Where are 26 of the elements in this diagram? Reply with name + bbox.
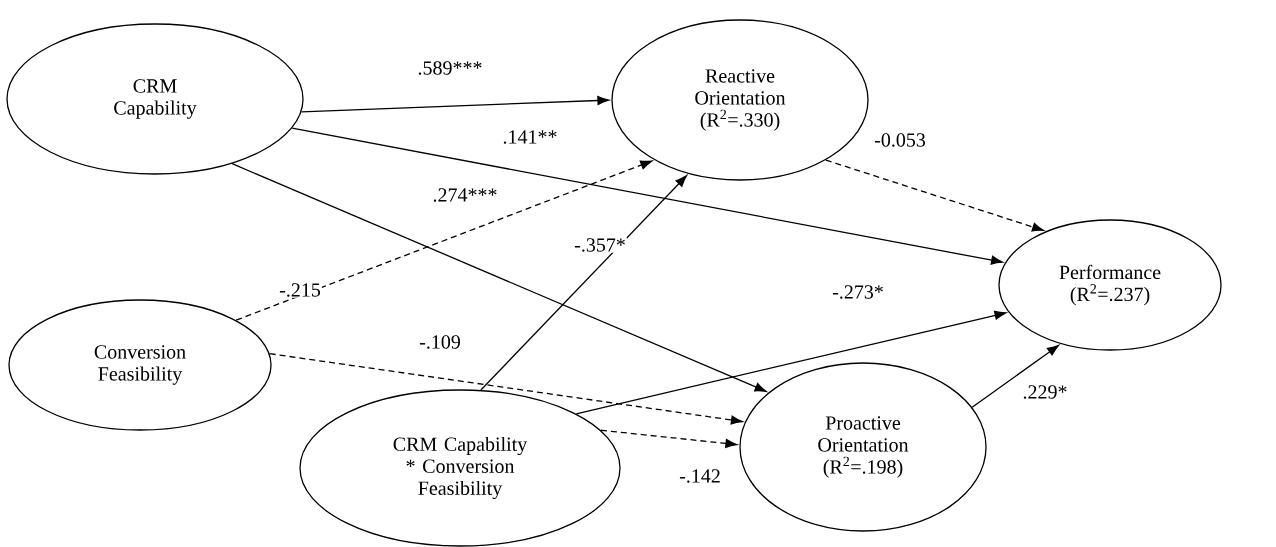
edge-label: .229* [1021,384,1069,400]
ellipse-node: Conversion Feasibility [8,299,272,431]
edge-label: -.357* [573,237,627,253]
ellipse-node: CRM Capability [6,23,304,175]
ellipse-node: CRM Capability * Conversion Feasibility [299,389,621,547]
arrow [231,163,767,392]
ellipse-node: Performance (R$^{2}$=.237) [998,219,1222,351]
ellipse-node: Proactive Orientation (R$^{2}$=.198) [739,362,987,532]
edge-label: -.142 [678,468,722,484]
edge-label: -.273* [831,284,885,300]
edge-label: -.109 [418,334,462,350]
arrow [575,310,1007,415]
arrow [600,429,738,448]
edge-label: .589*** [416,60,484,76]
edge-label: -.215 [278,282,322,298]
edge-label: .141** [501,129,559,145]
arrow [291,127,1003,265]
arrow [269,353,743,425]
arrow [825,159,1044,232]
arrow [300,95,610,113]
arrow [235,160,653,321]
arrow [480,175,687,391]
arrow [971,344,1059,408]
ellipse-node: Reactive Orientation (R$^{2}$=.330) [611,19,869,181]
edge-label: .274*** [431,187,499,203]
edge-label: -0.053 [873,132,927,148]
